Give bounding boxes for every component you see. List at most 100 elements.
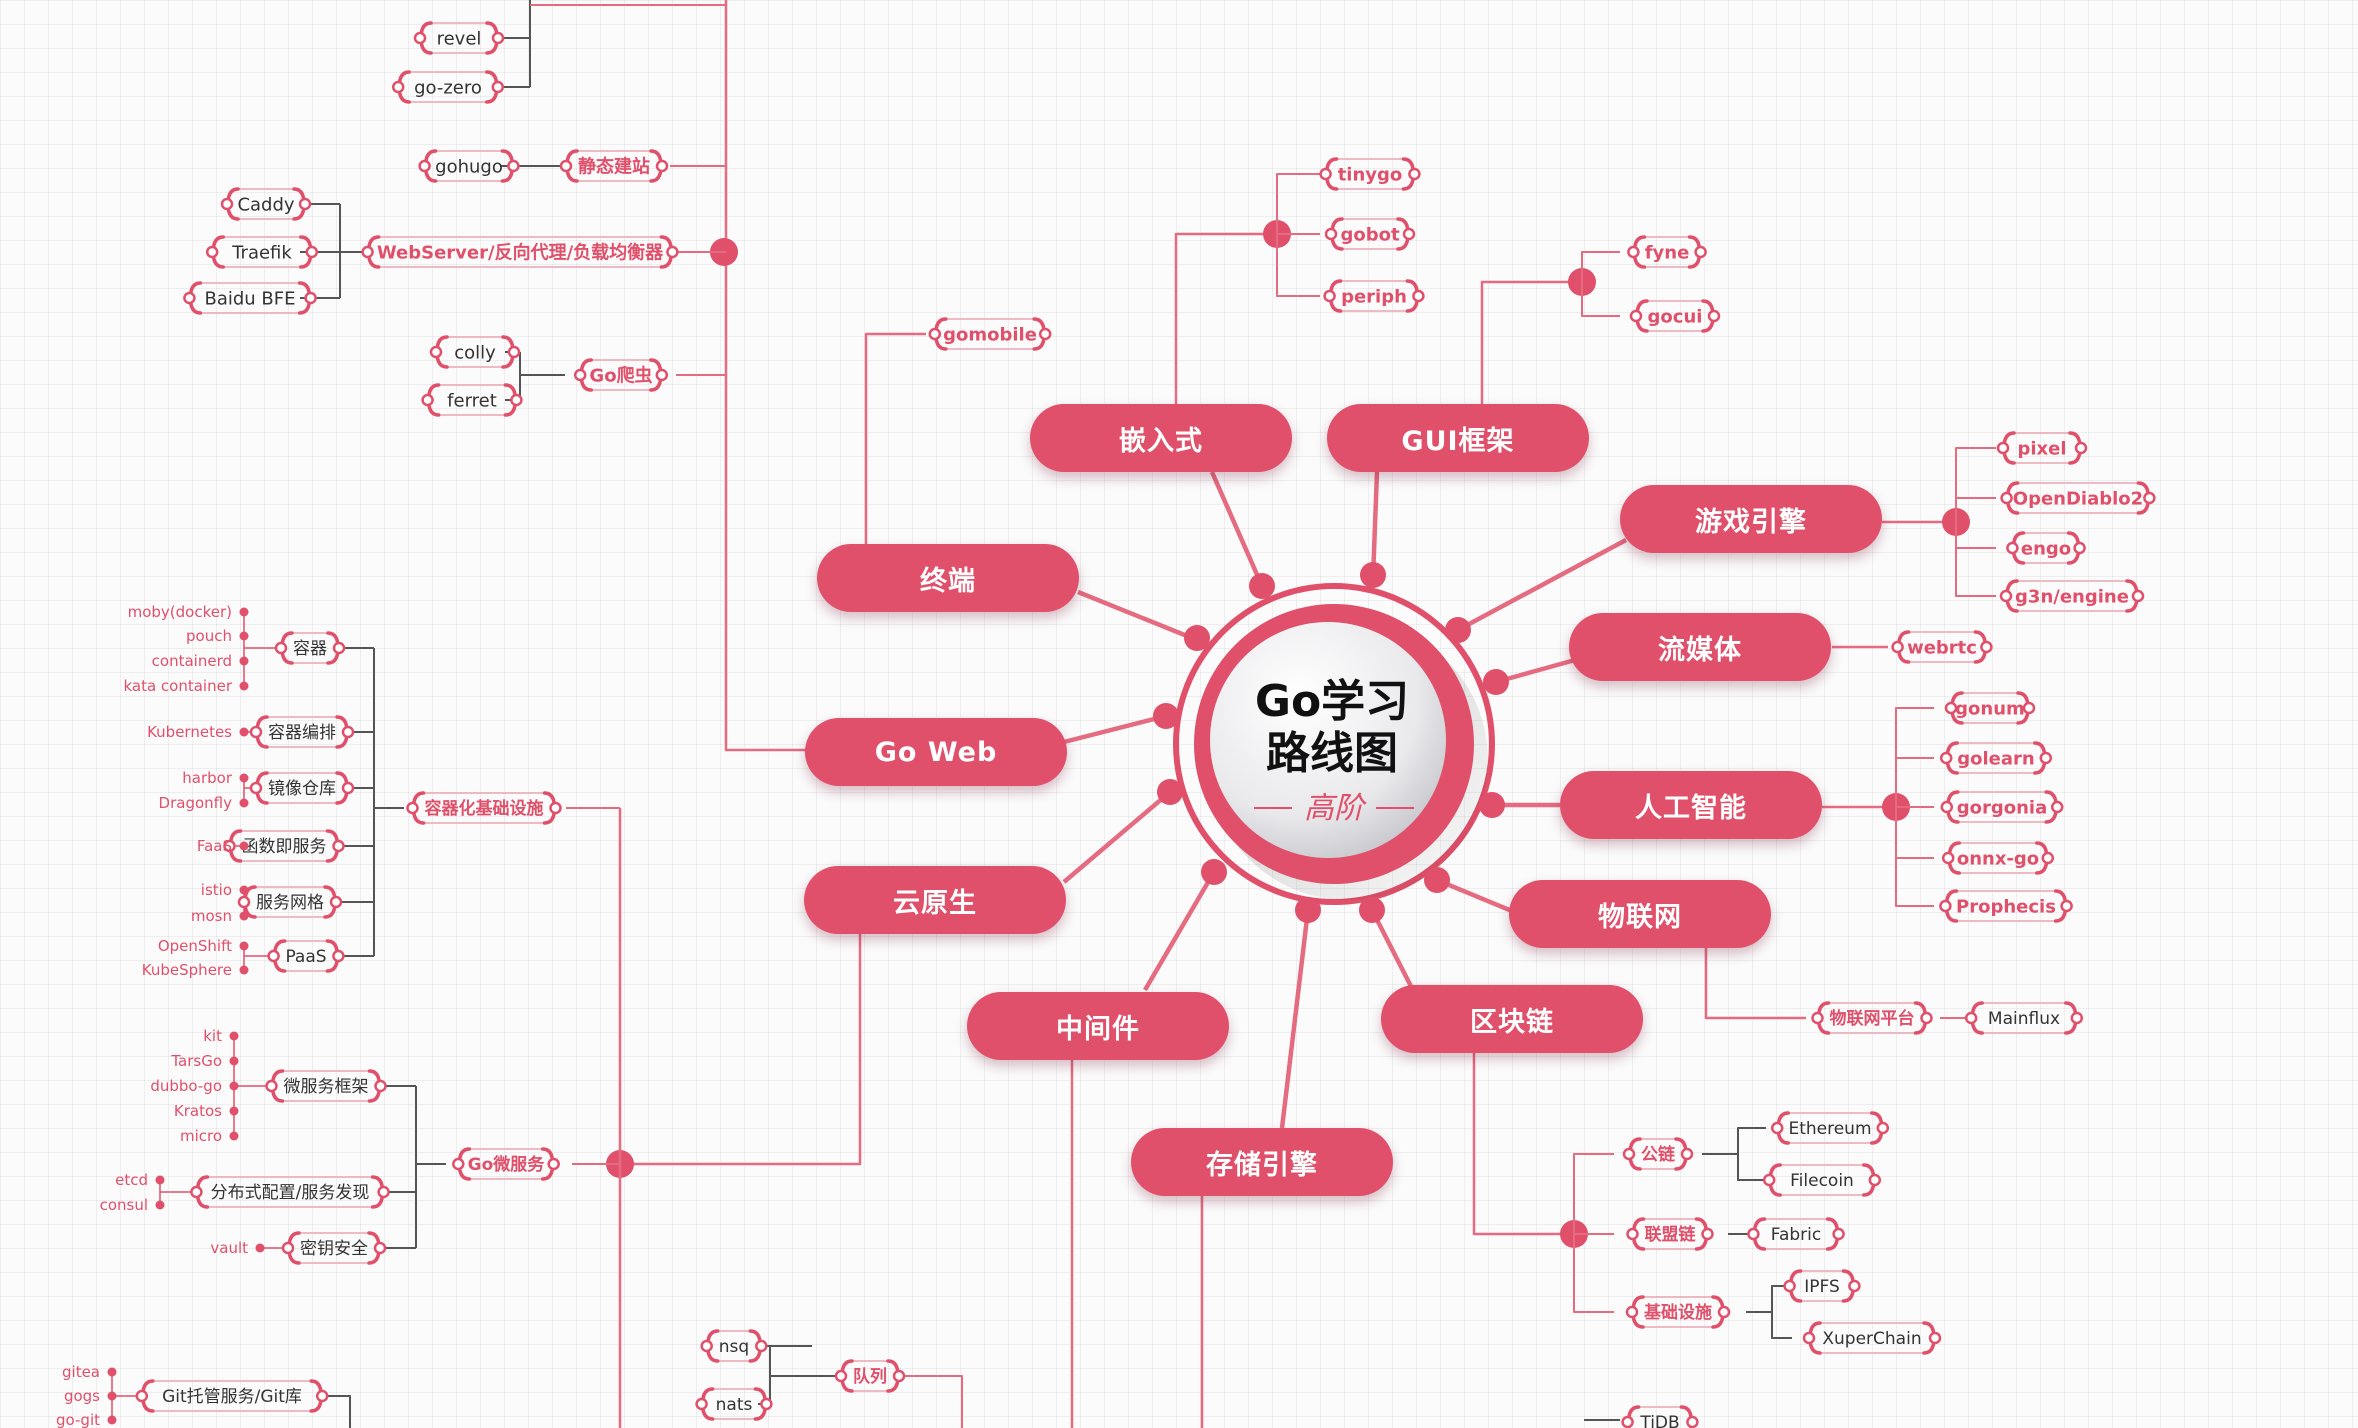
small-item-gitea[interactable]: gitea — [62, 1363, 117, 1381]
leaf-node-tinygo[interactable]: tinygo — [1319, 157, 1421, 191]
hub-storage-engine[interactable]: 存储引擎 — [1131, 1128, 1393, 1196]
leaf-node-gonum[interactable]: gonum — [1944, 691, 2036, 725]
leaf-node-onnx-go[interactable]: onnx-go — [1941, 841, 2055, 875]
leaf-node-node[interactable]: 镜像仓库 — [249, 771, 355, 805]
small-item-go-git[interactable]: go-git — [56, 1411, 117, 1428]
leaf-node-go[interactable]: Go微服务 — [452, 1147, 560, 1181]
connector-line — [1895, 807, 1934, 907]
small-item-dragonfly[interactable]: Dragonfly — [159, 794, 249, 812]
small-item-openshift[interactable]: OpenShift — [158, 937, 249, 955]
leaf-node-gohugo[interactable]: gohugo — [418, 149, 520, 183]
leaf-node-g3n-engine[interactable]: g3n/engine — [1999, 579, 2145, 613]
leaf-node-nats[interactable]: nats — [695, 1387, 773, 1421]
leaf-node-node[interactable]: 队列 — [834, 1359, 906, 1393]
leaf-node-node[interactable]: 容器化基础设施 — [406, 791, 562, 825]
leaf-node-webserver[interactable]: WebServer/反向代理/负载均衡器 — [361, 235, 679, 269]
hub-go-web[interactable]: Go Web — [805, 718, 1067, 786]
leaf-node-fabric[interactable]: Fabric — [1747, 1217, 1845, 1251]
hub-cloud-native[interactable]: 云原生 — [804, 866, 1066, 934]
leaf-node-fyne[interactable]: fyne — [1627, 235, 1707, 269]
leaf-node-node[interactable]: 联盟链 — [1626, 1217, 1714, 1251]
small-item-moby-docker[interactable]: moby(docker) — [128, 603, 249, 621]
leaf-node-node[interactable]: 静态建站 — [559, 149, 669, 183]
leaf-node-node[interactable]: 容器编排 — [249, 715, 355, 749]
leaf-node-node[interactable]: 服务网格 — [237, 885, 343, 919]
small-item-mosn[interactable]: mosn — [191, 907, 249, 925]
small-item-pouch[interactable]: pouch — [186, 627, 249, 645]
leaf-node-node[interactable]: 公链 — [1622, 1137, 1694, 1171]
leaf-node-paas[interactable]: PaaS — [267, 939, 345, 973]
small-item-istio[interactable]: istio — [201, 881, 249, 899]
leaf-node-node[interactable]: 容器 — [274, 631, 346, 665]
leaf-node-caddy[interactable]: Caddy — [220, 187, 312, 221]
leaf-node-prophecis[interactable]: Prophecis — [1939, 889, 2073, 923]
hub-terminal[interactable]: 终端 — [817, 544, 1079, 612]
svg-text:联盟链: 联盟链 — [1645, 1224, 1697, 1245]
hub-blockchain[interactable]: 区块链 — [1381, 985, 1643, 1053]
small-item-dubbo-go[interactable]: dubbo-go — [150, 1077, 239, 1095]
small-item-harbor[interactable]: harbor — [182, 769, 249, 787]
leaf-node-ethereum[interactable]: Ethereum — [1770, 1111, 1890, 1145]
small-item-kit[interactable]: kit — [203, 1027, 239, 1045]
small-item-etcd[interactable]: etcd — [115, 1171, 165, 1189]
hub-game-engine[interactable]: 游戏引擎 — [1620, 485, 1882, 553]
small-item-kubernetes[interactable]: Kubernetes — [147, 723, 249, 741]
svg-text:Kratos: Kratos — [174, 1102, 222, 1120]
leaf-node-gorgonia[interactable]: gorgonia — [1940, 790, 2064, 824]
svg-text:istio: istio — [201, 881, 232, 899]
leaf-node-periph[interactable]: periph — [1323, 279, 1425, 313]
leaf-node-mainflux[interactable]: Mainflux — [1964, 1001, 2084, 1035]
leaf-node-gobot[interactable]: gobot — [1324, 217, 1416, 251]
svg-text:moby(docker): moby(docker) — [128, 603, 232, 621]
leaf-node-ipfs[interactable]: IPFS — [1783, 1269, 1861, 1303]
leaf-node-baidu-bfe[interactable]: Baidu BFE — [183, 281, 317, 315]
svg-text:WebServer/反向代理/负载均衡器: WebServer/反向代理/负载均衡器 — [377, 241, 664, 263]
hub-iot[interactable]: 物联网 — [1509, 880, 1771, 948]
leaf-node-gocui[interactable]: gocui — [1629, 299, 1721, 333]
small-item-tarsgo[interactable]: TarsGo — [170, 1052, 239, 1070]
small-item-containerd[interactable]: containerd — [152, 652, 249, 670]
leaf-node-filecoin[interactable]: Filecoin — [1762, 1163, 1882, 1197]
small-item-kubesphere[interactable]: KubeSphere — [142, 961, 249, 979]
leaf-node-xuperchain[interactable]: XuperChain — [1802, 1321, 1942, 1355]
small-item-gogs[interactable]: gogs — [64, 1387, 117, 1405]
leaf-node-tidb[interactable]: TiDB — [1621, 1405, 1699, 1428]
leaf-node-node[interactable]: 分布式配置/服务发现 — [190, 1175, 390, 1209]
small-item-micro[interactable]: micro — [180, 1127, 239, 1145]
svg-text:micro: micro — [180, 1127, 222, 1145]
iot-link — [1704, 948, 1806, 1020]
leaf-node-node[interactable]: 基础设施 — [1625, 1295, 1731, 1329]
leaf-node-colly[interactable]: colly — [429, 335, 521, 369]
hub-gui[interactable]: GUI框架 — [1327, 404, 1589, 472]
leaf-node-git-git[interactable]: Git托管服务/Git库 — [135, 1379, 329, 1413]
leaf-node-node[interactable]: 函数即服务 — [223, 829, 345, 863]
hub-ai[interactable]: 人工智能 — [1560, 771, 1822, 839]
leaf-node-revel[interactable]: revel — [413, 21, 505, 55]
hub-middleware[interactable]: 中间件 — [967, 992, 1229, 1060]
svg-text:fyne: fyne — [1645, 242, 1690, 263]
leaf-node-gomobile[interactable]: gomobile — [928, 317, 1052, 351]
leaf-node-go-zero[interactable]: go-zero — [391, 70, 505, 104]
small-item-kratos[interactable]: Kratos — [174, 1102, 239, 1120]
leaf-node-pixel[interactable]: pixel — [1996, 431, 2088, 465]
hub-streaming[interactable]: 流媒体 — [1569, 613, 1831, 681]
svg-text:IPFS: IPFS — [1804, 1277, 1840, 1297]
leaf-node-opendiablo2[interactable]: OpenDiablo2 — [2000, 481, 2156, 515]
small-item-vault[interactable]: vault — [210, 1239, 265, 1257]
leaf-node-nsq[interactable]: nsq — [700, 1329, 768, 1363]
leaf-node-golearn[interactable]: golearn — [1939, 741, 2053, 775]
leaf-node-node[interactable]: 物联网平台 — [1811, 1001, 1933, 1035]
leaf-node-traefik[interactable]: Traefik — [205, 235, 319, 269]
leaf-node-ferret[interactable]: ferret — [421, 383, 523, 417]
leaf-node-node[interactable]: 密钥安全 — [281, 1231, 387, 1265]
leaf-node-engo[interactable]: engo — [2006, 531, 2086, 565]
leaf-node-go[interactable]: Go爬虫 — [573, 358, 669, 392]
hub-embedded[interactable]: 嵌入式 — [1030, 404, 1292, 472]
small-item-kata-container[interactable]: kata container — [123, 677, 249, 695]
small-item-faas[interactable]: FaaS — [197, 837, 249, 855]
leaf-node-webrtc[interactable]: webrtc — [1891, 630, 1993, 664]
small-item-consul[interactable]: consul — [100, 1196, 165, 1214]
leaf-node-node[interactable]: 微服务框架 — [265, 1069, 387, 1103]
